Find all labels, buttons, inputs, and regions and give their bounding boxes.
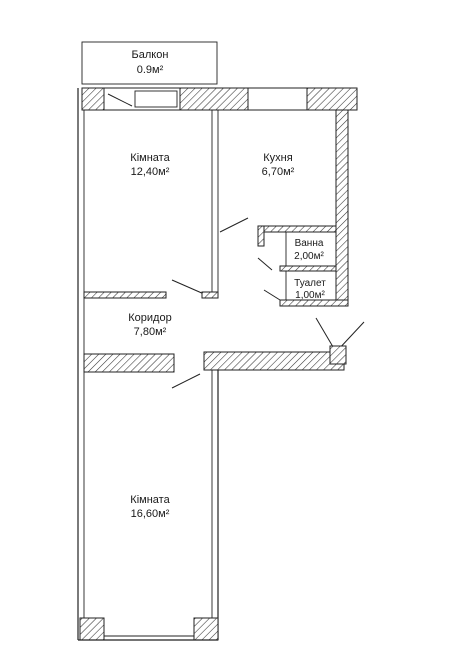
- bath-area: 2,00м²: [294, 251, 324, 262]
- kitchen-area: 6,70м²: [262, 166, 295, 178]
- bath-name: Ванна: [295, 238, 324, 249]
- room2-name: Кімната: [130, 494, 170, 506]
- kitchen-name: Кухня: [263, 152, 292, 164]
- balcony-door: [134, 90, 178, 108]
- corridor-label: Коридор 7,80м²: [128, 312, 171, 338]
- bath-label: Ванна 2,00м²: [294, 238, 324, 262]
- room2-label: Кімната 16,60м²: [130, 494, 170, 520]
- room1-area: 12,40м²: [131, 166, 170, 178]
- kitchen-label: Кухня 6,70м²: [262, 152, 295, 178]
- room2-door-swing: [171, 373, 201, 389]
- bath-door-swing: [257, 257, 273, 271]
- balcony-area: 0.9м²: [137, 64, 164, 76]
- toilet-area: 1,00м²: [295, 290, 325, 301]
- top-wall: [81, 87, 358, 111]
- corridor-name: Коридор: [128, 312, 171, 324]
- balcony-name: Балкон: [132, 49, 169, 61]
- bottom-wall: [78, 617, 219, 641]
- room1-door-swing: [171, 279, 205, 295]
- room2-right-wall: [211, 370, 219, 640]
- toilet-name: Туалет: [294, 278, 326, 289]
- kitchen-door-swing: [219, 217, 249, 233]
- room2-area: 16,60м²: [131, 508, 170, 520]
- room1-name: Кімната: [130, 152, 170, 164]
- toilet-label: Туалет 1,00м²: [294, 278, 326, 301]
- bathroom-block: [257, 225, 349, 307]
- toilet-door-swing: [263, 289, 281, 301]
- right-wall: [335, 109, 349, 307]
- room1-bottom-wall: [83, 291, 167, 299]
- room1-label: Кімната 12,40м²: [130, 152, 170, 178]
- balcony: Балкон 0.9м²: [81, 41, 218, 85]
- corridor-area: 7,80м²: [134, 326, 167, 338]
- corridor-bottom-wall: [83, 317, 365, 389]
- balcony-door-swing: [107, 93, 133, 107]
- left-wall: [77, 88, 85, 640]
- partition-room1-kitchen: [171, 110, 249, 299]
